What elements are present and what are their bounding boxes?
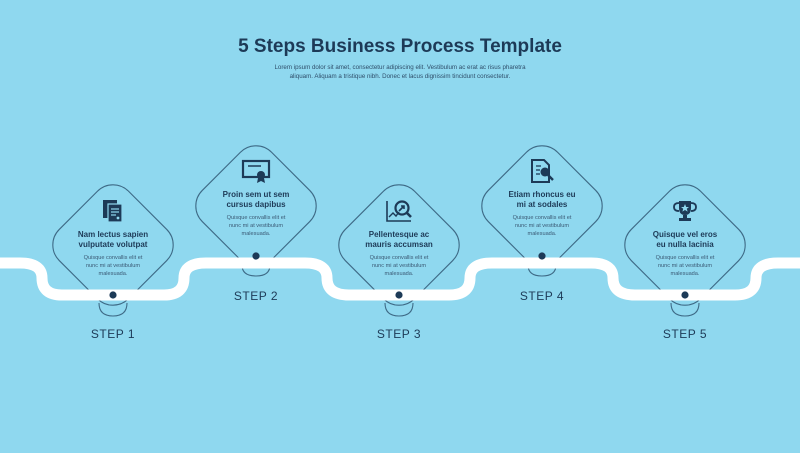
- subtitle-line-2: aliquam. Aliquam a tristique nibh. Donec…: [289, 73, 511, 80]
- step-4-node: [538, 252, 546, 260]
- step-4-body-line1: Quisque convallis elit et: [512, 215, 572, 221]
- step-1-tab: [98, 302, 128, 317]
- step-3-card: Pellentesque ac mauris accumsan Quisque …: [329, 198, 469, 278]
- step-5-body-line3: malesuada.: [670, 271, 700, 277]
- step-3-diamond: [338, 184, 460, 306]
- documents-icon: [43, 198, 183, 226]
- step-4-heading-line1: Etiam rhoncus eu: [508, 190, 576, 199]
- step-4-diamond: [481, 145, 603, 267]
- step-5-node: [681, 291, 689, 299]
- subtitle-line-1: Lorem ipsum dolor sit amet, consectetur …: [274, 64, 526, 71]
- trophy-icon: [615, 198, 755, 226]
- step-5-heading-line1: Quisque vel eros: [652, 230, 718, 239]
- certificate-icon: [186, 158, 326, 186]
- page-subtitle: Lorem ipsum dolor sit amet, consectetur …: [240, 63, 560, 81]
- step-3-tab: [384, 302, 414, 317]
- step-2-diamond: [195, 145, 317, 267]
- step-2-heading-line2: cursus dapibus: [226, 200, 286, 209]
- step-1-diamond: [52, 184, 174, 306]
- step-2-body-line2: nunc mi at vestibulum: [228, 223, 284, 229]
- step-4-card: Etiam rhoncus eu mi at sodales Quisque c…: [472, 158, 612, 238]
- step-2-body-line1: Quisque convallis elit et: [226, 215, 286, 221]
- step-2-heading-line1: Proin sem ut sem: [222, 190, 290, 199]
- step-3-body-line1: Quisque convallis elit et: [369, 255, 429, 261]
- step-5-heading-line2: eu nulla lacinia: [656, 240, 714, 249]
- step-1-body-line1: Quisque convallis elit et: [83, 255, 143, 261]
- step-1-heading-line2: vulputate volutpat: [78, 240, 148, 249]
- step-3-node: [395, 291, 403, 299]
- step-5-body-line1: Quisque convallis elit et: [655, 255, 715, 261]
- step-2-body-line3: malesuada.: [241, 231, 271, 237]
- step-5-card: Quisque vel eros eu nulla lacinia Quisqu…: [615, 198, 755, 278]
- step-4-body-line2: nunc mi at vestibulum: [514, 223, 570, 229]
- step-diamonds: [52, 145, 746, 306]
- step-3-heading-line1: Pellentesque ac: [368, 230, 430, 239]
- page-title: 5 Steps Business Process Template: [238, 36, 562, 57]
- step-2-label: STEP 2: [233, 289, 279, 303]
- document-search-icon: [472, 158, 612, 186]
- step-3-heading-line2: mauris accumsan: [365, 240, 433, 249]
- step-4-label: STEP 4: [519, 289, 565, 303]
- step-3-body-line2: nunc mi at vestibulum: [371, 263, 427, 269]
- step-1-heading-line1: Nam lectus sapien: [77, 230, 149, 239]
- step-5-tab: [670, 302, 700, 317]
- step-2-tab: [241, 264, 271, 277]
- step-1-body-line2: nunc mi at vestibulum: [85, 263, 141, 269]
- step-5-body-line2: nunc mi at vestibulum: [657, 263, 713, 269]
- step-2-card: Proin sem ut sem cursus dapibus Quisque …: [186, 158, 326, 238]
- search-chart-icon: [329, 198, 469, 226]
- step-1-node: [109, 291, 117, 299]
- step-1-body-line3: malesuada.: [98, 271, 128, 277]
- step-1-card: Nam lectus sapien vulputate volutpat Qui…: [43, 198, 183, 278]
- step-4-tab: [527, 264, 557, 277]
- step-4-body-line3: malesuada.: [527, 231, 557, 237]
- step-2-node: [252, 252, 260, 260]
- step-4-heading-line2: mi at sodales: [516, 200, 568, 209]
- step-3-body-line3: malesuada.: [384, 271, 414, 277]
- step-1-label: STEP 1: [90, 327, 136, 341]
- step-5-diamond: [624, 184, 746, 306]
- step-5-label: STEP 5: [662, 327, 708, 341]
- step-3-label: STEP 3: [376, 327, 422, 341]
